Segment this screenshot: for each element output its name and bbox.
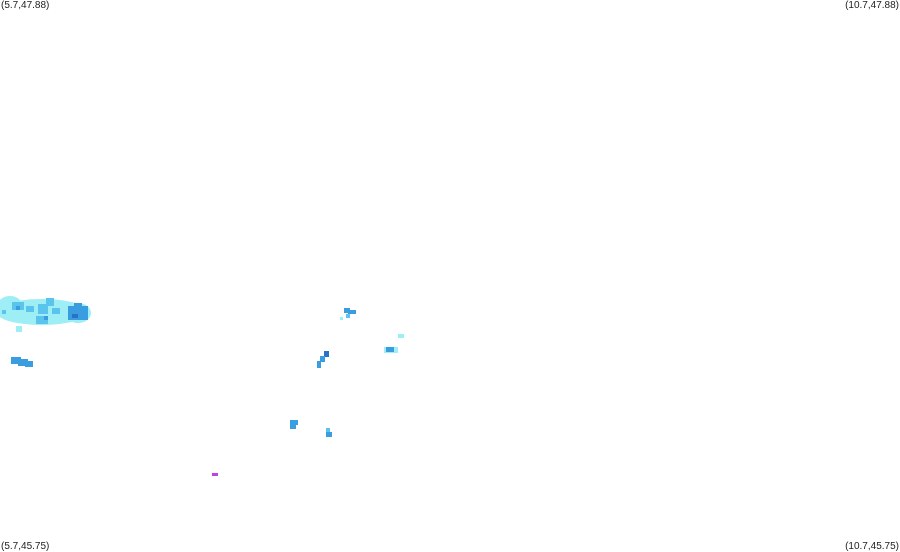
echo-cell-southwest [11, 357, 33, 367]
echo-line-central [317, 351, 329, 368]
corner-label-bottom-left: (5.7,45.75) [1, 541, 50, 552]
corner-label-top-left: (5.7,47.88) [1, 0, 50, 11]
echo-cell-south [290, 420, 298, 429]
echo-cell-central-north [340, 308, 356, 320]
corner-label-top-right: (10.7,47.88) [845, 0, 899, 11]
corner-label-bottom-right: (10.7,45.75) [845, 541, 899, 552]
echo-cell-south-east [326, 428, 332, 437]
echo-cell-extreme [212, 473, 218, 476]
echo-cluster-west [0, 296, 91, 332]
echo-cell-east [384, 334, 404, 353]
